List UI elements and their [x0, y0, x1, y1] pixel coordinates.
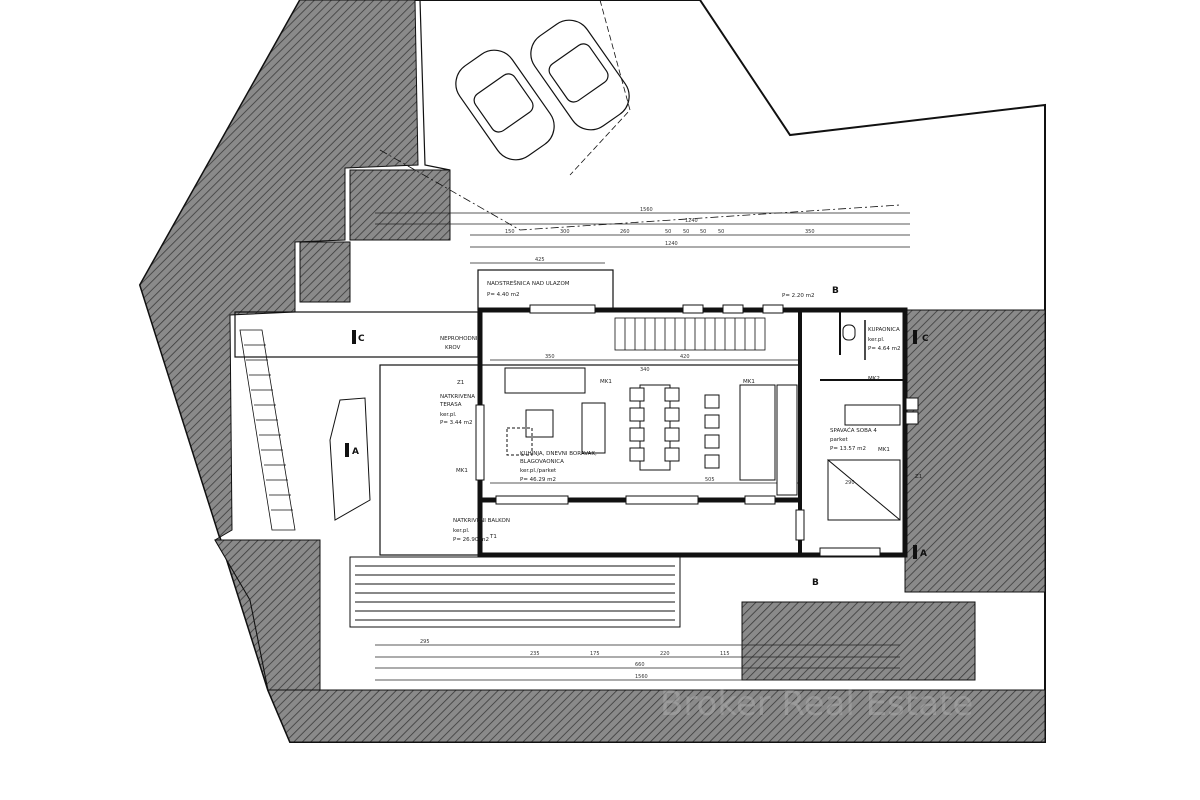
section-markers: C A C A B B — [345, 286, 929, 588]
room-label: ker.pl. — [453, 528, 470, 534]
room-label: ker.pl. — [440, 412, 457, 418]
stairs — [239, 317, 766, 531]
section-marker: B — [832, 286, 839, 296]
dimension-label: 50 — [700, 229, 706, 235]
room-label: P= 2.20 m2 — [782, 293, 815, 299]
dimension-label: 505 — [705, 477, 715, 483]
parking-area — [379, 0, 901, 231]
dimension-text: 1560 1240 150 300 260 50 50 50 50 350 12… — [420, 207, 855, 680]
furniture — [504, 324, 919, 521]
watermark: Broker Real Estate — [660, 684, 973, 724]
dimension-label: 260 — [620, 229, 630, 235]
dimension-label: 660 — [635, 662, 645, 668]
room-label: ker.pl./parket — [520, 468, 557, 474]
dimension-label: 220 — [660, 651, 670, 657]
room-label: parket — [830, 437, 848, 443]
room-label: P= 13.57 m2 — [830, 446, 866, 452]
dining-chairs — [629, 387, 720, 469]
pool-deck — [329, 397, 681, 628]
room-tag: Z1 — [915, 474, 922, 480]
room-tags: MK1 MK1 MK2 MK1 MK1 T1 Z1 Z1 — [456, 376, 922, 540]
room-label: SPAVAĆA SOBA 4 — [830, 427, 877, 434]
room-label: NADSTREŠNICA NAD ULAZOM — [487, 280, 570, 287]
room-tag: T1 — [489, 534, 497, 540]
dimension-label: 50 — [665, 229, 671, 235]
dimension-lines — [375, 212, 910, 681]
toilet-icon — [842, 324, 856, 341]
room-label: P= 4.40 m2 — [487, 292, 520, 298]
armchair-icon — [581, 402, 606, 454]
room-label: TERASA — [439, 402, 462, 408]
dimension-label: 50 — [718, 229, 724, 235]
sofa-icon — [504, 367, 586, 394]
dimension-label: 350 — [805, 229, 815, 235]
room-label: KUPAONICA — [868, 327, 900, 333]
room-label: P= 3.44 m2 — [440, 420, 473, 426]
dimension-label: 1560 — [635, 674, 648, 680]
dimension-label: 115 — [720, 651, 730, 657]
dimension-label: 425 — [535, 257, 545, 263]
dimension-label: 150 — [505, 229, 515, 235]
room-label: KUHINJA, DNEVNI BORAVAK, — [520, 451, 597, 457]
section-marker: C — [922, 334, 929, 344]
room-label: P= 4.64 m2 — [868, 346, 901, 352]
section-marker: B — [812, 578, 819, 588]
dimension-label: 350 — [545, 354, 555, 360]
room-tag: MK2 — [868, 376, 880, 382]
dimension-label: 340 — [640, 367, 650, 373]
bed-icon — [827, 458, 901, 521]
section-marker: C — [358, 334, 365, 344]
kitchen-counter-icon — [776, 384, 798, 496]
kitchen-island-icon — [739, 384, 776, 481]
dimension-label: 420 — [680, 354, 690, 360]
dimension-label: 295 — [420, 639, 430, 645]
room-label: NATKRIVENA — [440, 394, 475, 400]
room-labels: NADSTREŠNICA NAD ULAZOM P= 4.40 m2 NEPRO… — [439, 280, 901, 543]
room-label: NATKRIVENI BALKON — [453, 518, 510, 524]
car-icon — [530, 19, 630, 131]
wardrobe-icon — [844, 404, 901, 426]
room-label: NEPROHODNI — [440, 336, 478, 342]
dimension-label: 1560 — [640, 207, 653, 213]
dimension-label: 235 — [530, 651, 540, 657]
room-tag: Z1 — [457, 380, 464, 386]
room-label: ker.pl. — [868, 337, 885, 343]
room-tag: MK1 — [600, 379, 612, 385]
room-tag: MK1 — [878, 447, 890, 453]
section-marker: A — [920, 549, 927, 559]
hatched-terrain — [139, 0, 1046, 743]
room-tag: MK1 — [456, 468, 468, 474]
dimension-label: 50 — [683, 229, 689, 235]
dimension-label: 290 — [845, 480, 855, 486]
room-label: P= 46.29 m2 — [520, 477, 556, 483]
room-label: BLAGOVAONICA — [520, 459, 564, 465]
dimension-label: 300 — [560, 229, 570, 235]
section-marker: A — [352, 447, 359, 457]
windows — [475, 304, 881, 557]
coffee-table-icon — [525, 409, 554, 438]
dimension-label: 1240 — [685, 218, 698, 224]
room-label: P= 26.90 m2 — [453, 537, 489, 543]
room-label: KROV — [445, 345, 461, 351]
dimension-label: 175 — [590, 651, 600, 657]
car-icon — [455, 49, 555, 161]
room-tag: MK1 — [743, 379, 755, 385]
dimension-label: 1240 — [665, 241, 678, 247]
